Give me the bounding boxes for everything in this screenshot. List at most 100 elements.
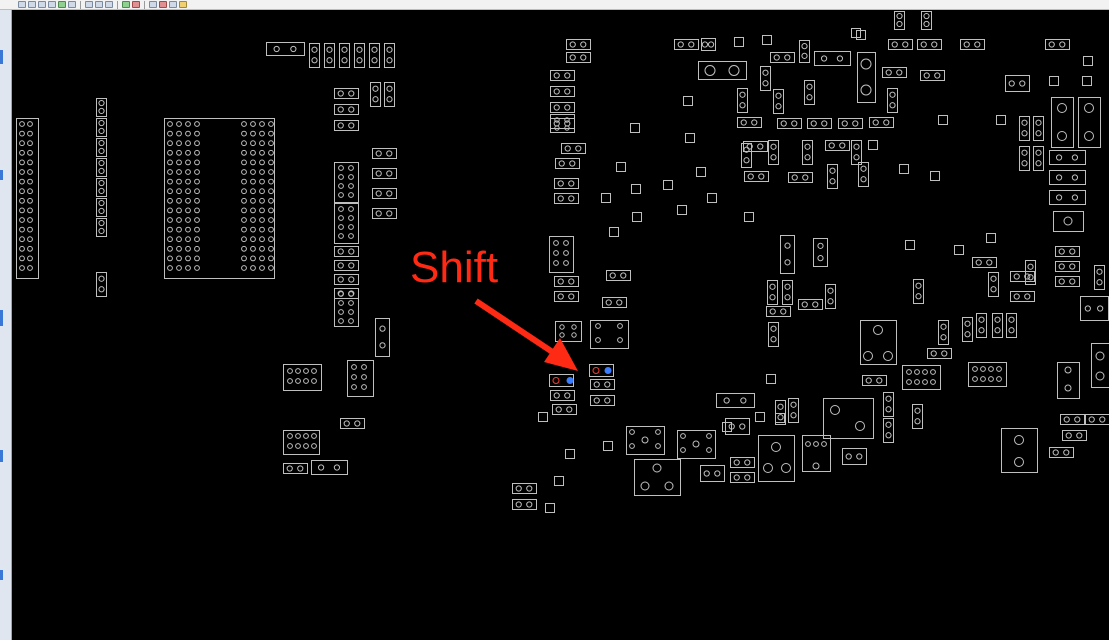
bga-outline[interactable] (164, 118, 275, 279)
pad[interactable] (885, 406, 892, 413)
pad[interactable] (692, 440, 700, 448)
pad[interactable] (1096, 279, 1103, 286)
pad[interactable] (27, 130, 33, 137)
pad[interactable] (287, 378, 293, 384)
component-outline[interactable] (96, 138, 107, 157)
pad[interactable] (564, 392, 571, 399)
component-outline[interactable] (96, 158, 107, 177)
pad[interactable] (194, 121, 200, 127)
component-outline[interactable] (1085, 414, 1109, 425)
pad[interactable] (351, 374, 357, 380)
component-outline[interactable] (96, 218, 107, 237)
pad[interactable] (1035, 130, 1042, 137)
pad[interactable] (338, 192, 344, 198)
component-outline[interactable] (334, 260, 359, 271)
pad[interactable] (375, 150, 382, 157)
component-outline[interactable] (882, 67, 907, 78)
pad[interactable] (27, 197, 33, 204)
pad[interactable] (167, 149, 173, 156)
pad[interactable] (994, 327, 1001, 334)
pad[interactable] (784, 294, 791, 301)
pad[interactable] (27, 169, 33, 175)
pad[interactable] (739, 423, 746, 430)
component-outline[interactable] (1006, 313, 1017, 338)
pad[interactable] (338, 174, 344, 180)
pad[interactable] (902, 41, 909, 48)
highlighted-pad[interactable] (566, 377, 574, 384)
pad[interactable] (553, 392, 560, 399)
component-outline[interactable] (913, 279, 924, 304)
component-outline[interactable] (1019, 116, 1030, 141)
pad[interactable] (629, 443, 635, 449)
pad[interactable] (167, 207, 173, 214)
pad[interactable] (791, 174, 798, 181)
pad[interactable] (563, 260, 569, 266)
pad[interactable] (1064, 366, 1072, 374)
pad[interactable] (303, 433, 309, 439)
test-pad[interactable] (683, 96, 693, 106)
pad[interactable] (348, 192, 354, 198)
pad[interactable] (386, 85, 393, 92)
component-outline[interactable] (334, 203, 359, 244)
component-outline[interactable] (566, 39, 591, 50)
pad[interactable] (372, 85, 379, 92)
zoom-out-icon[interactable] (95, 1, 103, 8)
pad[interactable] (241, 217, 247, 223)
pad[interactable] (250, 188, 256, 195)
pad[interactable] (746, 143, 753, 150)
component-outline[interactable] (554, 291, 579, 302)
pad[interactable] (167, 130, 173, 137)
pad[interactable] (1019, 80, 1026, 87)
pad[interactable] (812, 301, 819, 308)
pad[interactable] (515, 501, 522, 508)
pad[interactable] (804, 154, 811, 161)
pcb-board-canvas[interactable] (12, 10, 1109, 640)
pad[interactable] (259, 245, 265, 252)
pad[interactable] (185, 226, 191, 233)
pad[interactable] (580, 54, 587, 61)
pad[interactable] (241, 140, 247, 147)
pad[interactable] (185, 207, 191, 214)
pad[interactable] (98, 147, 105, 155)
pad[interactable] (185, 197, 191, 204)
pad[interactable] (348, 262, 355, 269)
pad[interactable] (557, 278, 564, 285)
pad[interactable] (743, 157, 750, 164)
pad[interactable] (250, 255, 256, 262)
pad[interactable] (1071, 194, 1079, 201)
pad[interactable] (986, 259, 993, 266)
pad[interactable] (326, 57, 333, 64)
pad[interactable] (655, 443, 661, 449)
component-outline[interactable] (372, 148, 397, 159)
pad[interactable] (371, 57, 378, 64)
pad[interactable] (889, 91, 896, 98)
component-outline[interactable] (825, 284, 836, 309)
pad[interactable] (872, 119, 879, 126)
pad[interactable] (896, 20, 903, 28)
pad[interactable] (337, 90, 344, 97)
test-pad[interactable] (603, 441, 613, 451)
pad[interactable] (777, 403, 784, 410)
component-outline[interactable] (857, 52, 876, 103)
pad[interactable] (185, 217, 191, 223)
pad[interactable] (860, 58, 872, 70)
pad[interactable] (978, 327, 985, 334)
test-pad[interactable] (996, 115, 1006, 125)
component-outline[interactable] (372, 208, 397, 219)
pad[interactable] (259, 169, 265, 175)
pad[interactable] (771, 442, 781, 452)
pad[interactable] (740, 119, 747, 126)
pad[interactable] (1058, 248, 1065, 255)
pad[interactable] (27, 217, 33, 223)
pad[interactable] (185, 245, 191, 252)
component-outline[interactable] (737, 88, 748, 113)
test-pad[interactable] (677, 205, 687, 215)
pad[interactable] (1013, 293, 1020, 300)
pad[interactable] (326, 46, 333, 53)
pad[interactable] (920, 41, 927, 48)
test-pad[interactable] (663, 180, 673, 190)
pad[interactable] (1069, 278, 1076, 285)
pad[interactable] (595, 337, 601, 343)
pad[interactable] (176, 217, 182, 223)
pad[interactable] (934, 72, 941, 79)
